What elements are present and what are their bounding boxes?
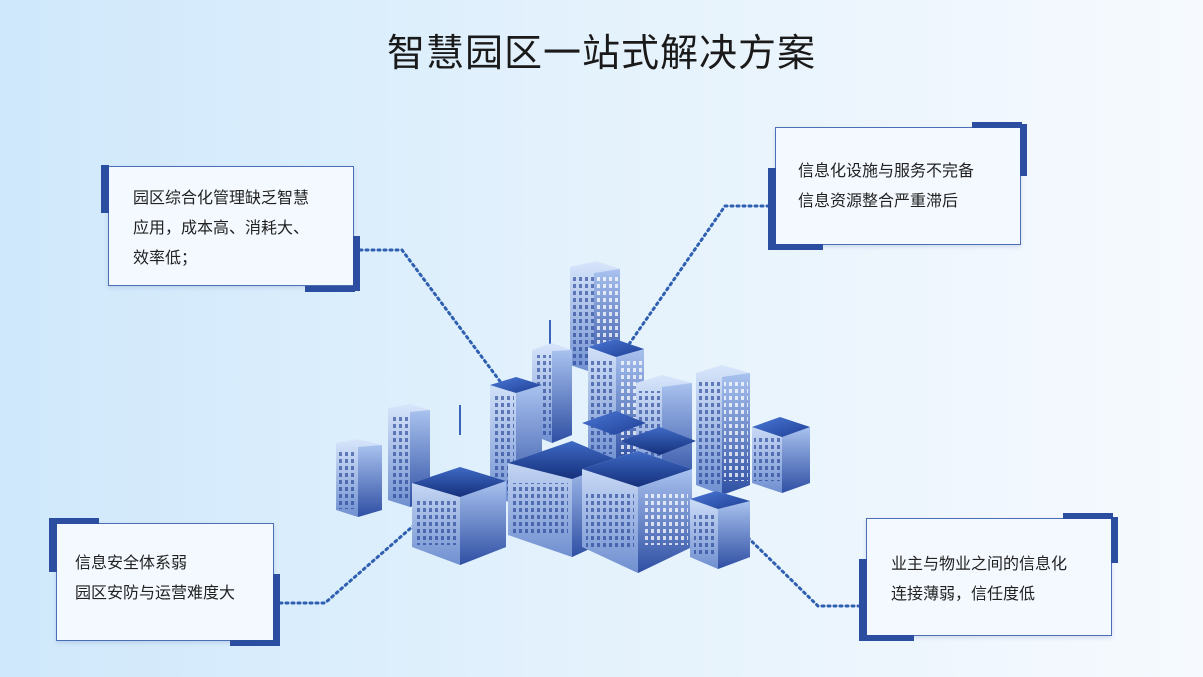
problem-card-security: 信息安全体系弱 园区安防与运营难度大 bbox=[49, 518, 280, 646]
card-accent-tab bbox=[1111, 517, 1118, 563]
card-accent-tab bbox=[49, 522, 57, 572]
card-accent-tab bbox=[768, 168, 776, 246]
tower-far-left-2 bbox=[336, 439, 382, 517]
isometric-city-illustration bbox=[336, 261, 810, 573]
tower-far-right bbox=[752, 417, 810, 493]
card-accent-tab bbox=[768, 244, 823, 250]
card-accent-tab bbox=[1063, 513, 1113, 519]
card-accent-tab bbox=[972, 122, 1022, 128]
card-accent-tab bbox=[859, 635, 914, 641]
problem-card-infrastructure: 信息化设施与服务不完备 信息资源整合严重滞后 bbox=[768, 122, 1027, 250]
card-text-line: 效率低； bbox=[133, 248, 198, 267]
block-front-far-right bbox=[690, 491, 750, 569]
card-accent-tab bbox=[230, 640, 280, 646]
tower-back bbox=[570, 261, 620, 373]
card-text-line: 业主与物业之间的信息化 bbox=[891, 554, 1068, 573]
block-mid-dark bbox=[582, 411, 696, 455]
card-text-line: 园区安防与运营难度大 bbox=[75, 583, 236, 602]
card-accent-tab bbox=[49, 518, 99, 524]
card-accent-tab bbox=[1020, 124, 1027, 176]
card-accent-tab bbox=[305, 286, 355, 292]
connector-bottom-right bbox=[733, 523, 862, 608]
block-front-right bbox=[582, 451, 692, 573]
connector-top-right bbox=[623, 204, 777, 352]
problem-card-management: 园区综合化管理缺乏智慧 应用，成本高、消耗大、 效率低； bbox=[101, 165, 360, 292]
problem-card-property: 业主与物业之间的信息化 连接薄弱，信任度低 bbox=[859, 513, 1118, 641]
card-text-line: 连接薄弱，信任度低 bbox=[891, 584, 1036, 603]
card-accent-tab bbox=[101, 165, 109, 213]
connector-top-left bbox=[358, 248, 507, 390]
block-front-left bbox=[412, 467, 506, 565]
tower-right-slim bbox=[696, 365, 750, 495]
card-accent-tab bbox=[859, 559, 867, 637]
page-title: 智慧园区一站式解决方案 bbox=[386, 31, 816, 75]
card-accent-tab bbox=[353, 236, 360, 291]
card-text-line: 信息资源整合严重滞后 bbox=[798, 191, 959, 210]
connector-bottom-left bbox=[278, 518, 422, 605]
card-text-line: 应用，成本高、消耗大、 bbox=[133, 218, 310, 237]
card-text-line: 信息化设施与服务不完备 bbox=[798, 161, 975, 180]
card-accent-tab bbox=[273, 574, 280, 642]
card-text-line: 园区综合化管理缺乏智慧 bbox=[133, 188, 310, 207]
card-text-line: 信息安全体系弱 bbox=[75, 553, 188, 572]
